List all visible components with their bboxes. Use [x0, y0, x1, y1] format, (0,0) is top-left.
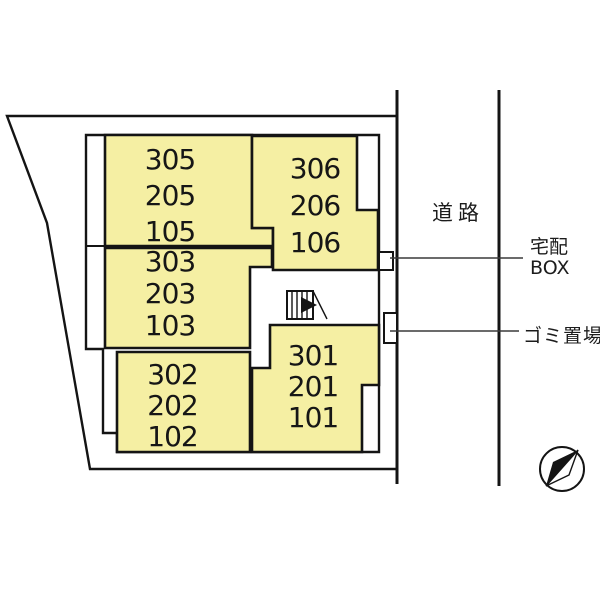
room-block-303-203-103	[103, 246, 274, 350]
unit-number: 303	[144, 245, 196, 278]
unit-number: 106	[289, 226, 341, 259]
site-boundary-line	[5, 114, 396, 471]
unit-stack-east-lower: 301 201 101	[253, 340, 373, 433]
stairs-icon	[286, 290, 328, 320]
unit-number: 203	[144, 277, 196, 310]
delivery-box-label-line2: BOX	[530, 257, 570, 279]
unit-stack-west-upper: 305 205 105	[105, 142, 235, 250]
compass-north-arrow-icon	[539, 446, 585, 492]
unit-number: 302	[147, 358, 198, 391]
room-block-302-202-102	[115, 350, 252, 454]
unit-number: 205	[144, 179, 196, 212]
unit-stack-east-upper: 306 206 106	[255, 150, 375, 261]
delivery-box-label: 宅配 BOX	[530, 237, 569, 279]
unit-number: 101	[287, 401, 339, 434]
unit-number: 206	[289, 189, 341, 222]
garbage-area-label: ゴミ置場	[523, 325, 600, 347]
unit-stack-west-lower: 302 202 102	[110, 359, 235, 452]
room-block-301-201-101	[250, 323, 381, 454]
unit-number: 306	[289, 152, 341, 185]
unit-number: 305	[144, 143, 196, 176]
unit-number: 301	[287, 339, 339, 372]
unit-number: 103	[144, 309, 196, 342]
garbage-area-shape	[383, 312, 398, 344]
delivery-box-shape	[378, 251, 394, 271]
unit-stack-west-middle: 303 203 103	[105, 246, 235, 342]
unit-number: 201	[287, 370, 339, 403]
delivery-box-label-line1: 宅配	[530, 236, 569, 258]
unit-number: 105	[144, 215, 196, 248]
unit-number: 202	[147, 389, 198, 422]
road-label: 道路	[432, 201, 484, 225]
unit-number: 102	[147, 420, 198, 453]
